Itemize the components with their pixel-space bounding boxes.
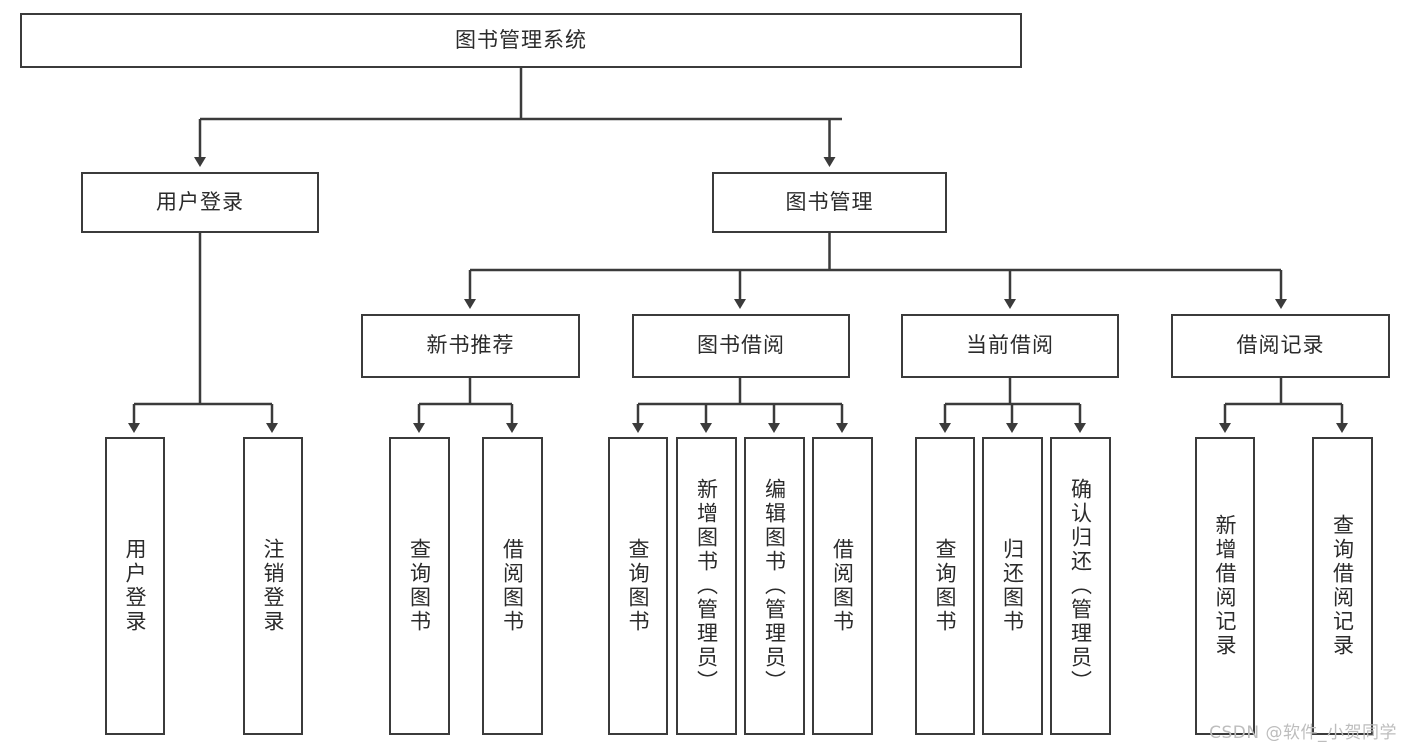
node-label: 图书借阅: [697, 333, 785, 358]
node-label: 借阅图书: [830, 538, 855, 634]
node-label: 查询图书: [933, 538, 958, 634]
node-label: 注销登录: [261, 538, 286, 634]
node-label: 新增借阅记录: [1213, 514, 1238, 658]
node-borrow-record[interactable]: 借阅记录: [1171, 314, 1390, 378]
node-label: 当前借阅: [966, 333, 1054, 358]
node-label: 确认归还（管理员）: [1068, 478, 1093, 694]
leaf-node-borrow-book[interactable]: 借阅图书: [812, 437, 873, 735]
node-label: 归还图书: [1000, 538, 1025, 634]
node-label: 借阅图书: [500, 538, 525, 634]
csdn-watermark: CSDN @软件_小贺同学: [1209, 723, 1397, 743]
node-current-borrow[interactable]: 当前借阅: [901, 314, 1119, 378]
node-label: 用户登录: [123, 538, 148, 634]
leaf-node-logout-login[interactable]: 注销登录: [243, 437, 303, 735]
leaf-node-return-book[interactable]: 归还图书: [982, 437, 1043, 735]
node-label: 查询图书: [407, 538, 432, 634]
node-book-management[interactable]: 图书管理: [712, 172, 947, 233]
leaf-node-user-login[interactable]: 用户登录: [105, 437, 165, 735]
leaf-node-add-book-admin[interactable]: 新增图书（管理员）: [676, 437, 737, 735]
node-label: 查询借阅记录: [1330, 514, 1355, 658]
leaf-node-query-book-recommend[interactable]: 查询图书: [389, 437, 450, 735]
leaf-node-confirm-return-admin[interactable]: 确认归还（管理员）: [1050, 437, 1111, 735]
node-label: 用户登录: [156, 189, 244, 214]
node-label: 新书推荐: [426, 333, 515, 358]
leaf-node-add-borrow-record[interactable]: 新增借阅记录: [1195, 437, 1255, 735]
leaf-node-borrow-book-recommend[interactable]: 借阅图书: [482, 437, 543, 735]
node-new-book-recommend[interactable]: 新书推荐: [361, 314, 580, 378]
node-book-management-system[interactable]: 图书管理系统: [20, 13, 1022, 68]
node-label: 图书管理: [785, 189, 874, 214]
leaf-node-edit-book-admin[interactable]: 编辑图书（管理员）: [744, 437, 805, 735]
node-label: 借阅记录: [1236, 333, 1325, 358]
node-book-borrow[interactable]: 图书借阅: [632, 314, 850, 378]
node-label: 图书管理系统: [455, 27, 587, 52]
node-user-login[interactable]: 用户登录: [81, 172, 319, 233]
node-label: 新增图书（管理员）: [694, 478, 719, 694]
leaf-node-query-book-current[interactable]: 查询图书: [915, 437, 975, 735]
node-label: 编辑图书（管理员）: [762, 478, 787, 694]
leaf-node-query-book-borrow[interactable]: 查询图书: [608, 437, 668, 735]
leaf-node-query-borrow-record[interactable]: 查询借阅记录: [1312, 437, 1373, 735]
node-label: 查询图书: [626, 538, 651, 634]
